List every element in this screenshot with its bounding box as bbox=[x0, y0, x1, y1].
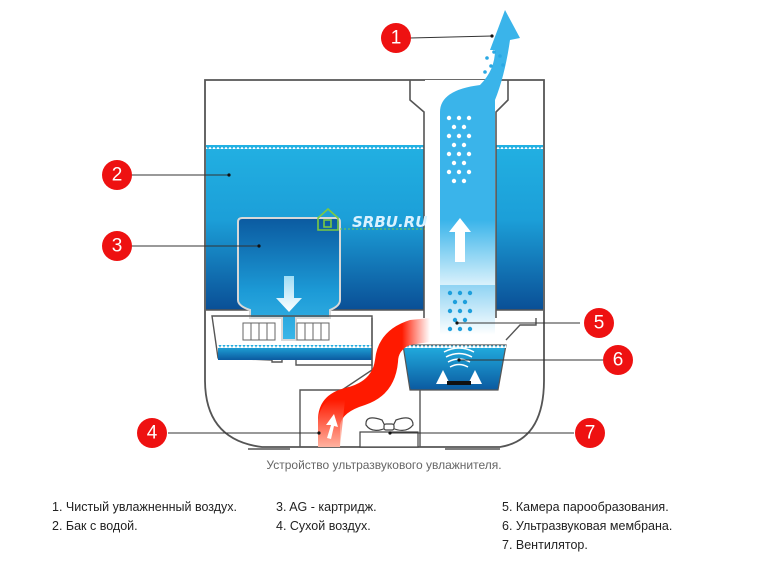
callout-badge-5: 5 bbox=[584, 308, 614, 338]
dry-air-flow bbox=[318, 318, 430, 447]
droplet bbox=[456, 169, 462, 175]
clean-humidified-air-flow bbox=[440, 10, 520, 335]
watermark: SRBU.RU bbox=[317, 207, 427, 231]
droplet bbox=[467, 308, 473, 314]
callout-lines bbox=[130, 35, 603, 434]
evaporation-chamber bbox=[402, 318, 537, 391]
droplet bbox=[462, 317, 468, 323]
mist-droplets bbox=[483, 50, 505, 74]
steam-droplets bbox=[447, 290, 473, 332]
svg-text:5: 5 bbox=[594, 313, 605, 334]
droplet bbox=[452, 317, 458, 323]
droplet bbox=[457, 290, 463, 296]
legend-item: 7. Вентилятор. bbox=[502, 538, 588, 552]
legend-column-3: 5. Камера парообразования. 6. Ультразвук… bbox=[502, 498, 672, 555]
droplet bbox=[466, 169, 472, 175]
steam-bubbles bbox=[446, 115, 472, 184]
droplet bbox=[485, 56, 489, 60]
droplet bbox=[457, 308, 463, 314]
fan bbox=[359, 417, 419, 448]
droplet bbox=[461, 142, 467, 148]
droplet bbox=[452, 299, 458, 305]
droplet bbox=[466, 133, 472, 139]
droplet bbox=[457, 326, 463, 332]
droplet bbox=[466, 115, 472, 121]
svg-text:7: 7 bbox=[585, 423, 596, 444]
droplet bbox=[489, 64, 493, 68]
legend-item: 3. AG - картридж. bbox=[276, 500, 377, 514]
diagram-caption: Устройство ультразвукового увлажнителя. bbox=[266, 458, 502, 472]
up-arrow-icon bbox=[326, 414, 338, 439]
ultrasonic-membrane bbox=[436, 347, 482, 385]
callout-badge-3: 3 bbox=[102, 231, 132, 261]
droplet bbox=[498, 54, 502, 58]
svg-text:2: 2 bbox=[112, 165, 123, 186]
cartridge-fins bbox=[242, 322, 330, 341]
svg-text:1: 1 bbox=[391, 28, 402, 49]
droplet bbox=[447, 290, 453, 296]
callout-badge-7: 7 bbox=[575, 418, 605, 448]
droplet bbox=[451, 160, 457, 166]
droplet bbox=[456, 151, 462, 157]
legend-item: 4. Сухой воздух. bbox=[276, 519, 371, 533]
droplet bbox=[446, 115, 452, 121]
droplet bbox=[462, 299, 468, 305]
callout-badge-6: 6 bbox=[603, 345, 633, 375]
droplet bbox=[501, 63, 505, 67]
legend-item: 2. Бак с водой. bbox=[52, 519, 138, 533]
droplet bbox=[447, 308, 453, 314]
droplet bbox=[467, 326, 473, 332]
droplet bbox=[451, 178, 457, 184]
legend-item: 1. Чистый увлажненный воздух. bbox=[52, 500, 237, 514]
droplet bbox=[446, 151, 452, 157]
legend-column-2: 3. AG - картридж. 4. Сухой воздух. bbox=[276, 498, 377, 536]
legend-item: 5. Камера парообразования. bbox=[502, 500, 669, 514]
droplet bbox=[461, 160, 467, 166]
droplet bbox=[466, 151, 472, 157]
callout-badge-1: 1 bbox=[381, 23, 411, 53]
legend-column-1: 1. Чистый увлажненный воздух. 2. Бак с в… bbox=[52, 498, 237, 536]
ag-cartridge bbox=[237, 217, 341, 341]
callout-points bbox=[227, 34, 494, 435]
droplet bbox=[492, 50, 496, 54]
droplet bbox=[451, 124, 457, 130]
humidifier-diagram: SRBU.RU 1 2 3 4 5 6 7 bbox=[102, 10, 633, 450]
droplet bbox=[456, 133, 462, 139]
droplet bbox=[483, 70, 487, 74]
house-icon bbox=[317, 207, 339, 231]
droplet bbox=[456, 115, 462, 121]
droplet bbox=[467, 290, 473, 296]
legend-item: 6. Ультразвуковая мембрана. bbox=[502, 519, 673, 533]
droplet bbox=[451, 142, 457, 148]
droplet bbox=[461, 124, 467, 130]
callout-badge-4: 4 bbox=[137, 418, 167, 448]
svg-text:6: 6 bbox=[613, 350, 624, 371]
droplet bbox=[447, 326, 453, 332]
watermark-text: SRBU.RU bbox=[352, 213, 427, 231]
svg-text:3: 3 bbox=[112, 236, 123, 257]
droplet bbox=[461, 178, 467, 184]
ultrasonic-waves-icon bbox=[443, 347, 475, 368]
callout-badge-2: 2 bbox=[102, 160, 132, 190]
up-arrow-icon bbox=[449, 218, 471, 262]
svg-text:4: 4 bbox=[147, 423, 158, 444]
droplet bbox=[446, 133, 452, 139]
droplet bbox=[446, 169, 452, 175]
